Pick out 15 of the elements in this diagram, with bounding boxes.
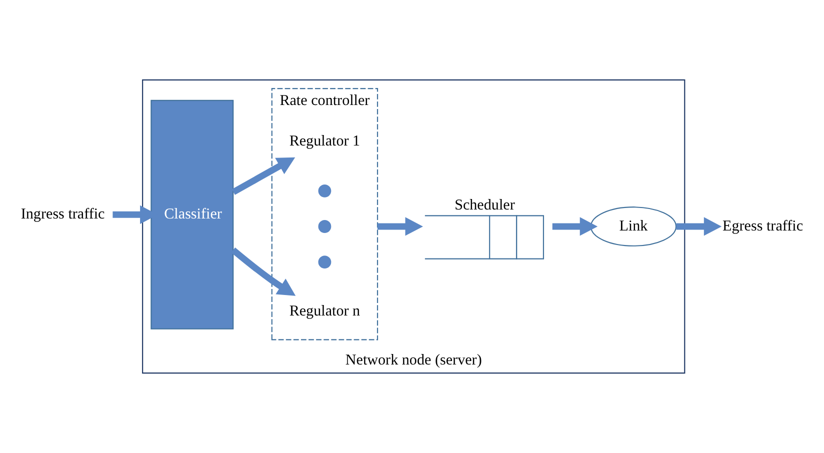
arrow [676, 217, 722, 236]
node-text: Regulator n [289, 304, 360, 320]
node-circle [318, 220, 332, 233]
node-text: Egress traffic [722, 218, 804, 234]
arrow [552, 217, 598, 236]
node-box: Classifier [150, 100, 234, 330]
node-circle [318, 256, 332, 269]
node-ellipse: Link [590, 206, 677, 246]
arrow [232, 157, 296, 195]
node-circle [318, 184, 332, 198]
arrow [231, 248, 296, 296]
node-text: Regulator 1 [289, 133, 360, 150]
arrow [378, 217, 423, 236]
node-label: Scheduler [454, 197, 515, 214]
node-text: Ingress traffic [20, 206, 105, 223]
